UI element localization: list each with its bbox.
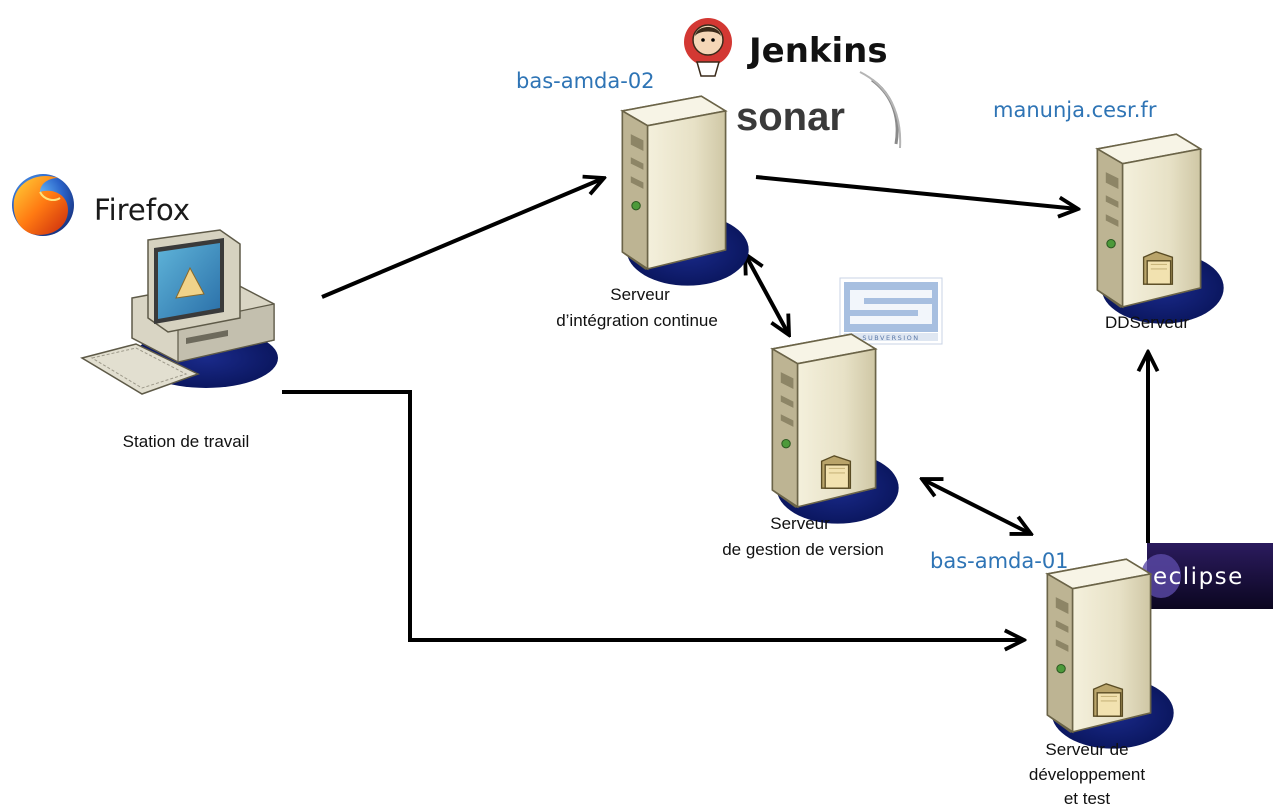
subversion-logo: SUBVERSION xyxy=(839,277,943,345)
eclipse-logo: eclipse xyxy=(1141,543,1273,609)
sonar-logo: sonar xyxy=(736,71,902,149)
arrow-ci-vcs-bidirectional xyxy=(745,254,789,335)
dd-hostname: manunja.cesr.fr xyxy=(993,98,1157,122)
connections xyxy=(282,177,1148,640)
dev-server-label-line2: développement xyxy=(1029,765,1146,784)
vcs-server-label-line2: de gestion de version xyxy=(722,540,884,559)
arrow-workstation-to-dev xyxy=(282,390,1024,640)
jenkins-text: Jenkins xyxy=(747,31,888,71)
vcs-server-icon xyxy=(771,333,900,525)
ci-server-icon xyxy=(621,95,750,287)
firefox-label: Firefox xyxy=(94,193,190,227)
vcs-server-label-line1: Serveur xyxy=(770,514,830,533)
workstation-node: Firefox Station de travail xyxy=(12,174,278,451)
ci-server-label-line2: d’intégration continue xyxy=(556,311,718,330)
folder-icon xyxy=(820,455,852,489)
folder-icon xyxy=(1142,251,1174,285)
computer-icon xyxy=(80,229,278,395)
workstation-label: Station de travail xyxy=(123,432,250,451)
subversion-text: SUBVERSION xyxy=(862,334,919,342)
ci-hostname: bas-amda-02 xyxy=(516,69,655,93)
arrow-ci-to-ddserver xyxy=(755,175,1078,209)
ci-server-node: Jenkins sonar bas-amda-02 Serveur d’inté… xyxy=(516,18,902,330)
vcs-server-node: SUBVERSION Serveur de gestion de version xyxy=(722,277,943,559)
dd-server-label: DDServeur xyxy=(1105,313,1189,332)
folder-icon xyxy=(1092,683,1124,717)
dd-server-node: manunja.cesr.fr DDServeur xyxy=(993,98,1225,332)
dev-server-node: bas-amda-01 eclipse Serveur de développe… xyxy=(930,543,1273,808)
sonar-text: sonar xyxy=(736,95,845,139)
jenkins-logo xyxy=(684,18,732,77)
arrow-workstation-to-ci xyxy=(321,178,604,299)
dd-server-icon xyxy=(1096,133,1225,325)
dev-hostname: bas-amda-01 xyxy=(930,549,1069,573)
dev-server-label-line3: et test xyxy=(1064,789,1111,808)
ci-server-label-line1: Serveur xyxy=(610,285,670,304)
dev-server-label-line1: Serveur de xyxy=(1045,740,1128,759)
firefox-icon xyxy=(12,174,74,236)
arrow-vcs-dev-bidirectional xyxy=(922,479,1031,534)
eclipse-text: eclipse xyxy=(1153,564,1244,590)
